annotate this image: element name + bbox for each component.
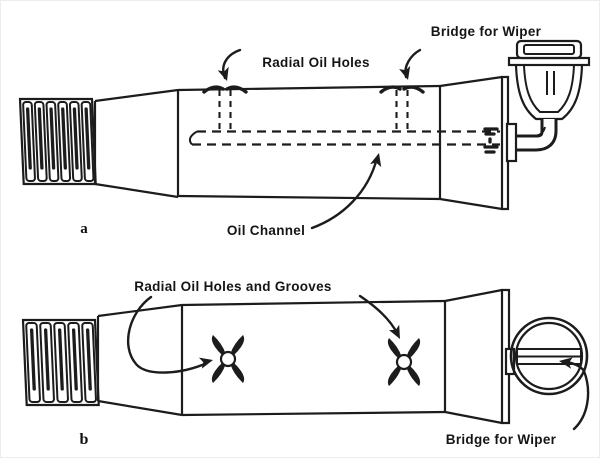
oil-channel — [188, 130, 500, 146]
figure-letter-a: a — [80, 221, 88, 237]
end-view-outer-ring — [509, 316, 589, 396]
figure-b: Radial Oil Holes and Grooves Bridge for … — [21, 279, 590, 448]
oil-cup-body-outer — [514, 64, 584, 121]
shaft-a — [177, 84, 442, 201]
taper-b — [96, 303, 184, 417]
wiper-bridge-end-view — [504, 316, 589, 396]
label-radial-oil-holes: Radial Oil Holes — [262, 55, 370, 70]
arrow-radial-hole-2 — [399, 48, 422, 80]
pipe-flange — [505, 122, 518, 163]
elbow-bend-line — [534, 126, 546, 137]
end-disc-a — [500, 75, 510, 211]
leader-bridge-for-wiper — [559, 357, 590, 431]
label-oil-channel: Oil Channel — [227, 223, 305, 238]
oil-groove-1 — [211, 335, 245, 383]
oil-groove-2 — [387, 338, 421, 386]
arrow-grooves-arc — [127, 295, 213, 374]
end-cone-b — [444, 288, 511, 425]
label-bridge-for-wiper-a: Bridge for Wiper — [431, 24, 542, 39]
radial-oil-hole-2 — [379, 85, 425, 129]
taper-a — [93, 88, 180, 199]
arrow-oil-channel — [310, 153, 382, 230]
oil-cup-body-inner — [523, 64, 575, 113]
splined-end-b — [21, 318, 100, 407]
figure-a: Bridge for Wiper Radial Oil Holes Oil Ch… — [18, 24, 591, 238]
label-bridge-for-wiper-b: Bridge for Wiper — [446, 432, 557, 447]
bridge-stub — [504, 347, 516, 376]
splined-end-a — [18, 97, 97, 186]
oil-hole-1 — [219, 350, 237, 368]
radial-oil-hole-1 — [202, 85, 248, 129]
label-radial-oil-holes-and-grooves: Radial Oil Holes and Grooves — [134, 279, 331, 294]
arrow-radial-hole-1 — [217, 48, 242, 81]
oil-cup-lid — [515, 39, 583, 60]
oil-cup-lid-inner — [523, 44, 575, 55]
oil-hole-2 — [395, 353, 413, 371]
shaft-b — [181, 299, 447, 417]
end-cone-a — [439, 75, 510, 211]
figure-letter-b: b — [80, 431, 89, 448]
arrow-groove-2 — [358, 294, 400, 339]
thread-hatch-a — [483, 127, 499, 154]
oil-channel-cap — [188, 130, 198, 146]
oil-cup — [505, 39, 591, 163]
end-disc-b — [500, 288, 511, 425]
bridge-bar — [516, 348, 582, 365]
